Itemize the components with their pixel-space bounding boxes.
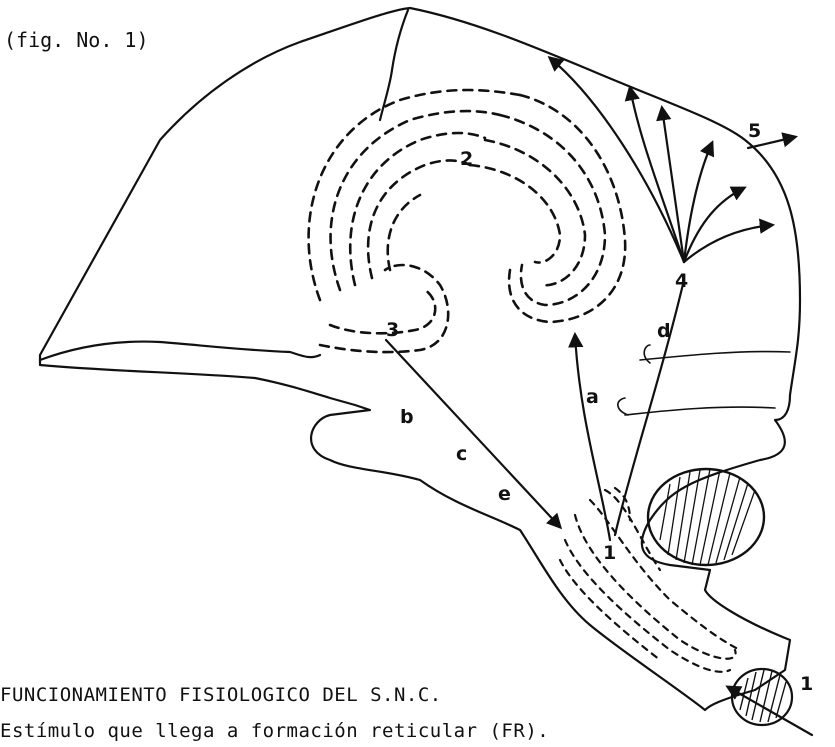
caption-title: FUNCIONAMIENTO FISIOLOGICO DEL S.N.C.	[0, 684, 442, 706]
midline	[40, 342, 320, 360]
spinal-hatch	[740, 670, 786, 722]
label-reticular-formation: 1	[603, 542, 616, 564]
pathway-arrow-3-to-1	[386, 340, 560, 527]
label-pathway-b: b	[400, 406, 414, 428]
label-stimulus: 1	[800, 673, 813, 695]
label-basal-ganglia: 3	[386, 319, 399, 341]
label-thalamus: 2	[460, 148, 473, 170]
label-pathway-e: e	[498, 483, 511, 505]
cerebellum-hatch	[660, 469, 755, 565]
label-pathway-a: a	[586, 386, 599, 408]
thalamus-spiral	[309, 90, 520, 352]
pathway-arrow-a	[575, 335, 610, 540]
pathway-arrow-d	[615, 280, 684, 535]
sulcus-4	[618, 398, 628, 415]
caption-text: Estímulo que llega a formación reticular…	[0, 720, 549, 742]
thalamus-spiral-right	[470, 95, 625, 322]
label-output: 5	[748, 120, 761, 142]
brain-outline	[40, 8, 800, 710]
sulcus-3	[644, 345, 650, 363]
label-cortex-point: 4	[675, 270, 688, 292]
cerebellum	[648, 469, 764, 565]
label-pathway-d: d	[657, 320, 671, 342]
label-pathway-c: c	[456, 443, 467, 465]
reticular-formation-dashes	[560, 488, 740, 672]
